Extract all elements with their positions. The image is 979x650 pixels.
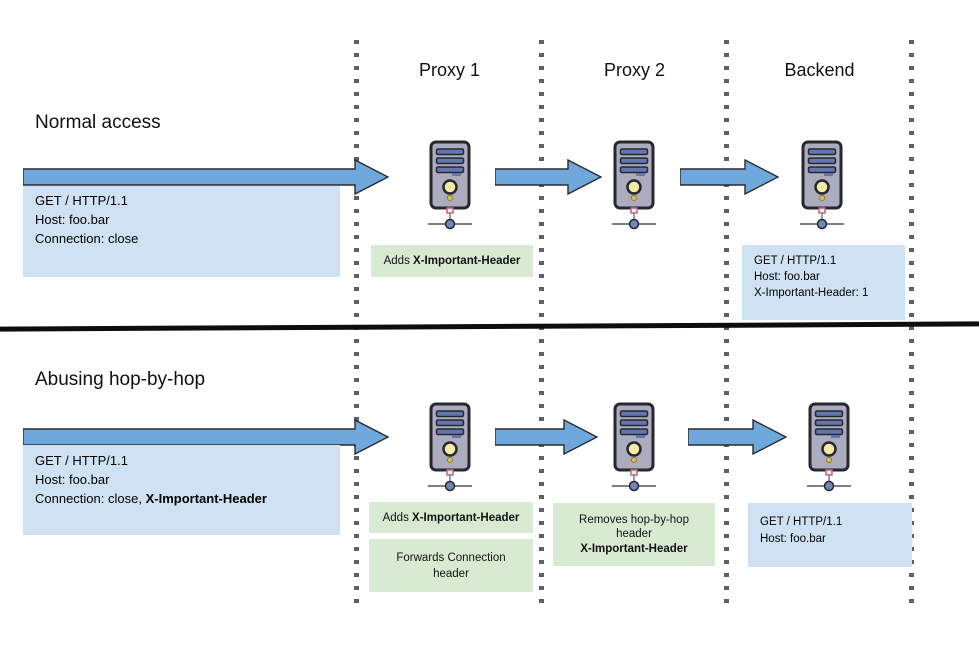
note-line: Removes hop-by-hop: [579, 513, 689, 526]
abuse-backend-request-box: GET / HTTP/1.1 Host: foo.bar: [748, 503, 912, 567]
section-divider: [0, 321, 979, 332]
note-line: header: [616, 528, 652, 541]
server-icon-backend-top: [800, 140, 844, 230]
abuse-proxy1-note-add: Adds X-Important-Header: [369, 502, 533, 533]
abuse-arrow-proxy2-to-backend: [688, 419, 787, 455]
note-line: Adds X-Important-Header: [382, 511, 520, 524]
request-line: GET / HTTP/1.1: [35, 453, 128, 468]
request-line: GET / HTTP/1.1: [35, 193, 128, 208]
column-header-backend: Backend: [784, 60, 855, 80]
request-line: Host: foo.bar: [760, 533, 826, 545]
request-line: GET / HTTP/1.1: [754, 255, 837, 267]
lane-divider-1: [354, 40, 359, 606]
note-line: header: [433, 567, 469, 580]
server-icon-proxy2-bottom: [612, 402, 656, 492]
request-line: GET / HTTP/1.1: [760, 516, 843, 528]
server-icon-backend-bottom: [807, 402, 851, 492]
request-line: Connection: close, X-Important-Header: [35, 491, 267, 506]
request-line: X-Important-Header: 1: [754, 287, 869, 299]
normal-backend-request-box: GET / HTTP/1.1 Host: foo.bar X-Important…: [742, 245, 905, 320]
normal-section-title: Normal access: [35, 112, 161, 133]
abuse-request-box: GET / HTTP/1.1 Host: foo.bar Connection:…: [23, 445, 340, 535]
normal-proxy1-note: Adds X-Important-Header: [371, 245, 533, 277]
abuse-proxy1-note-forward: Forwards Connection header: [369, 539, 533, 592]
abuse-section-title: Abusing hop-by-hop: [35, 369, 206, 390]
server-icon-proxy1-top: [428, 140, 472, 230]
abuse-proxy2-note-remove: Removes hop-by-hop header X-Important-He…: [553, 503, 715, 566]
request-arrow-proxy2-to-backend: [680, 159, 779, 195]
server-icon-proxy1-bottom: [428, 402, 472, 492]
normal-request-box: GET / HTTP/1.1 Host: foo.bar Connection:…: [23, 186, 340, 277]
request-line: Host: foo.bar: [35, 212, 110, 227]
note-line: X-Important-Header: [580, 542, 688, 555]
note-line: Adds X-Important-Header: [383, 255, 521, 267]
server-icon-proxy2-top: [612, 140, 656, 230]
request-arrow-proxy1-to-proxy2: [495, 159, 602, 195]
note-line: Forwards Connection: [396, 551, 506, 564]
abuse-arrow-proxy1-to-proxy2: [495, 419, 598, 455]
request-arrow-client-to-proxy1: [23, 159, 389, 195]
request-line: Host: foo.bar: [754, 271, 820, 283]
request-line: Connection: close: [35, 231, 139, 246]
request-line: Host: foo.bar: [35, 472, 110, 487]
column-header-proxy1: Proxy 1: [418, 60, 481, 80]
column-header-proxy2: Proxy 2: [603, 60, 666, 80]
